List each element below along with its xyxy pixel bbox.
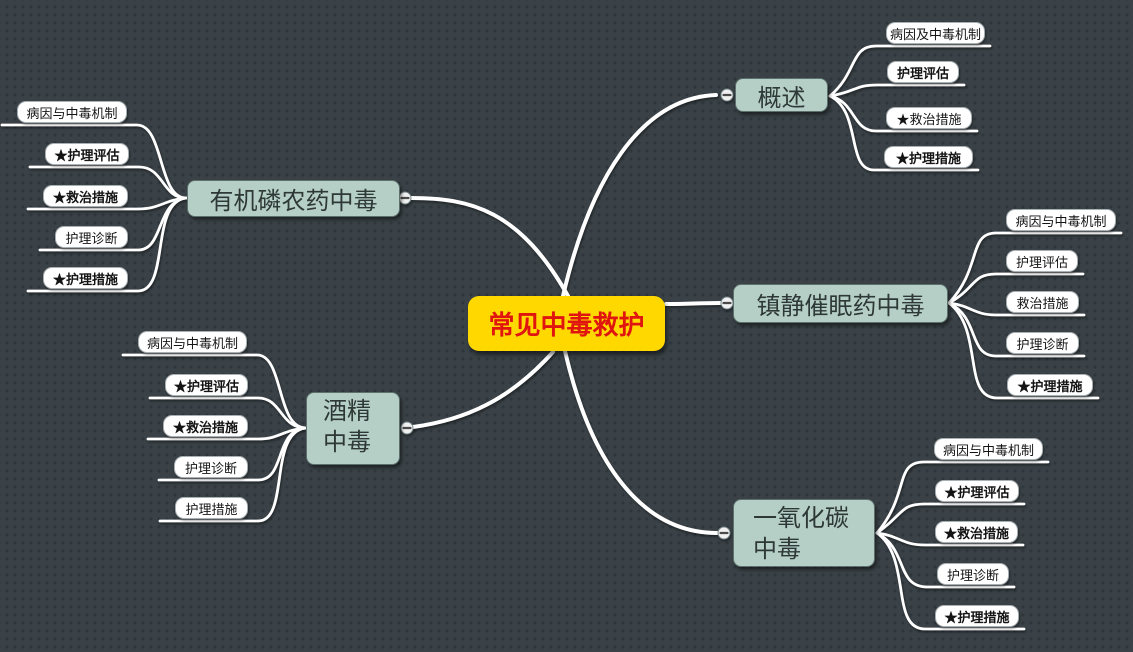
subtopic-nursing-measures[interactable]: ★护理措施 <box>884 146 973 168</box>
subtopic-treatment-measures[interactable]: ★救治措施 <box>43 185 128 207</box>
subtopic-treatment-measures[interactable]: ★救治措施 <box>886 107 972 129</box>
subtopic-treatment-measures[interactable]: 救治措施 <box>1006 291 1079 313</box>
topic-alcohol-poisoning[interactable]: 酒精 中毒 <box>306 392 400 465</box>
collapse-handle-carbon-monoxide[interactable] <box>717 526 731 540</box>
subtopic-nursing-measures[interactable]: ★护理措施 <box>1007 374 1093 396</box>
subtopic-cause-mechanism[interactable]: 病因及中毒机制 <box>886 22 985 44</box>
subtopic-nursing-diagnosis[interactable]: 护理诊断 <box>937 563 1009 585</box>
subtopic-cause-mechanism[interactable]: 病因与中毒机制 <box>138 331 247 353</box>
collapse-handle-overview[interactable] <box>720 88 734 102</box>
subtopic-nursing-diagnosis[interactable]: 护理诊断 <box>174 456 248 478</box>
subtopic-nursing-assessment[interactable]: ★护理评估 <box>45 143 129 165</box>
connector-central-organophosphate <box>409 196 570 298</box>
subtopic-treatment-measures[interactable]: ★救治措施 <box>935 521 1018 543</box>
subtopic-nursing-diagnosis[interactable]: 护理诊断 <box>55 226 128 248</box>
subtopic-connectors-sedative <box>947 231 1123 400</box>
topic-sedative-hypnotic-poisoning[interactable]: 镇静催眠药中毒 <box>733 284 948 323</box>
topic-organophosphate-poisoning[interactable]: 有机磷农药中毒 <box>187 180 400 217</box>
connector-central-overview <box>561 93 718 298</box>
subtopic-nursing-assessment[interactable]: 护理评估 <box>1006 250 1078 272</box>
subtopic-connectors-overview <box>828 44 992 172</box>
subtopic-nursing-measures[interactable]: ★护理措施 <box>935 605 1019 627</box>
branch-connectors <box>409 93 722 535</box>
subtopic-nursing-measures[interactable]: 护理措施 <box>175 497 248 519</box>
connector-central-alcohol <box>411 350 555 429</box>
subtopic-nursing-assessment[interactable]: ★护理评估 <box>165 374 248 396</box>
subtopic-nursing-assessment[interactable]: ★护理评估 <box>935 480 1019 502</box>
subtopic-cause-mechanism[interactable]: 病因与中毒机制 <box>1006 209 1116 231</box>
connector-central-carbon-monoxide <box>563 349 719 535</box>
connector-central-sedative <box>664 301 722 306</box>
collapse-handle-alcohol[interactable] <box>400 421 414 435</box>
collapse-handle-organophosphate[interactable] <box>398 191 412 205</box>
subtopic-treatment-measures[interactable]: ★救治措施 <box>163 415 248 437</box>
collapse-handle-sedative[interactable] <box>720 296 734 310</box>
subtopic-connectors-organophosphate <box>0 123 188 293</box>
subtopic-connectors-alcohol <box>121 353 308 523</box>
subtopic-connectors-carbon-monoxide <box>875 460 1050 631</box>
subtopic-cause-mechanism[interactable]: 病因与中毒机制 <box>934 438 1043 460</box>
subtopic-nursing-measures[interactable]: ★护理措施 <box>43 267 128 289</box>
topic-overview[interactable]: 概述 <box>735 78 828 112</box>
subtopic-nursing-assessment[interactable]: 护理评估 <box>887 61 959 83</box>
subtopic-cause-mechanism[interactable]: 病因与中毒机制 <box>17 101 127 123</box>
topic-carbon-monoxide-poisoning[interactable]: 一氧化碳 中毒 <box>733 499 875 567</box>
central-topic[interactable]: 常见中毒救护 <box>468 296 665 351</box>
subtopic-nursing-diagnosis[interactable]: 护理诊断 <box>1006 332 1079 354</box>
